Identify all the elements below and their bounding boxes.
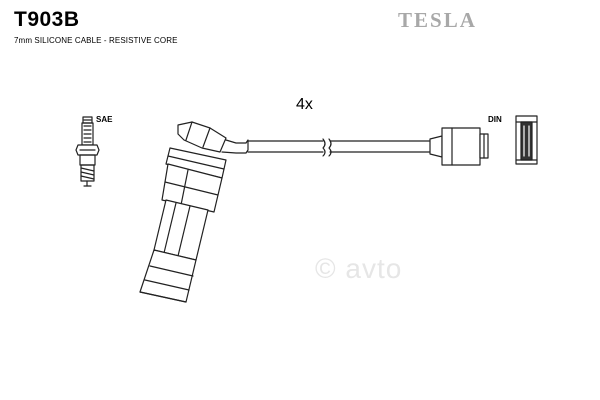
din-label: DIN xyxy=(488,115,502,124)
quantity-label: 4x xyxy=(296,96,313,113)
coil-boot-icon xyxy=(139,121,227,303)
sae-label: SAE xyxy=(96,115,113,124)
cable-spec-subtitle: 7mm SILICONE CABLE - RESISTIVE CORE xyxy=(14,36,178,45)
watermark: © avto xyxy=(315,253,403,284)
brand-logo: TESLA xyxy=(398,8,477,32)
distributor-boot-icon xyxy=(429,127,489,166)
cable-icon xyxy=(221,138,431,157)
din-terminal-icon xyxy=(515,115,538,165)
part-code: T903B xyxy=(14,8,80,31)
spark-plug-icon xyxy=(75,116,100,187)
